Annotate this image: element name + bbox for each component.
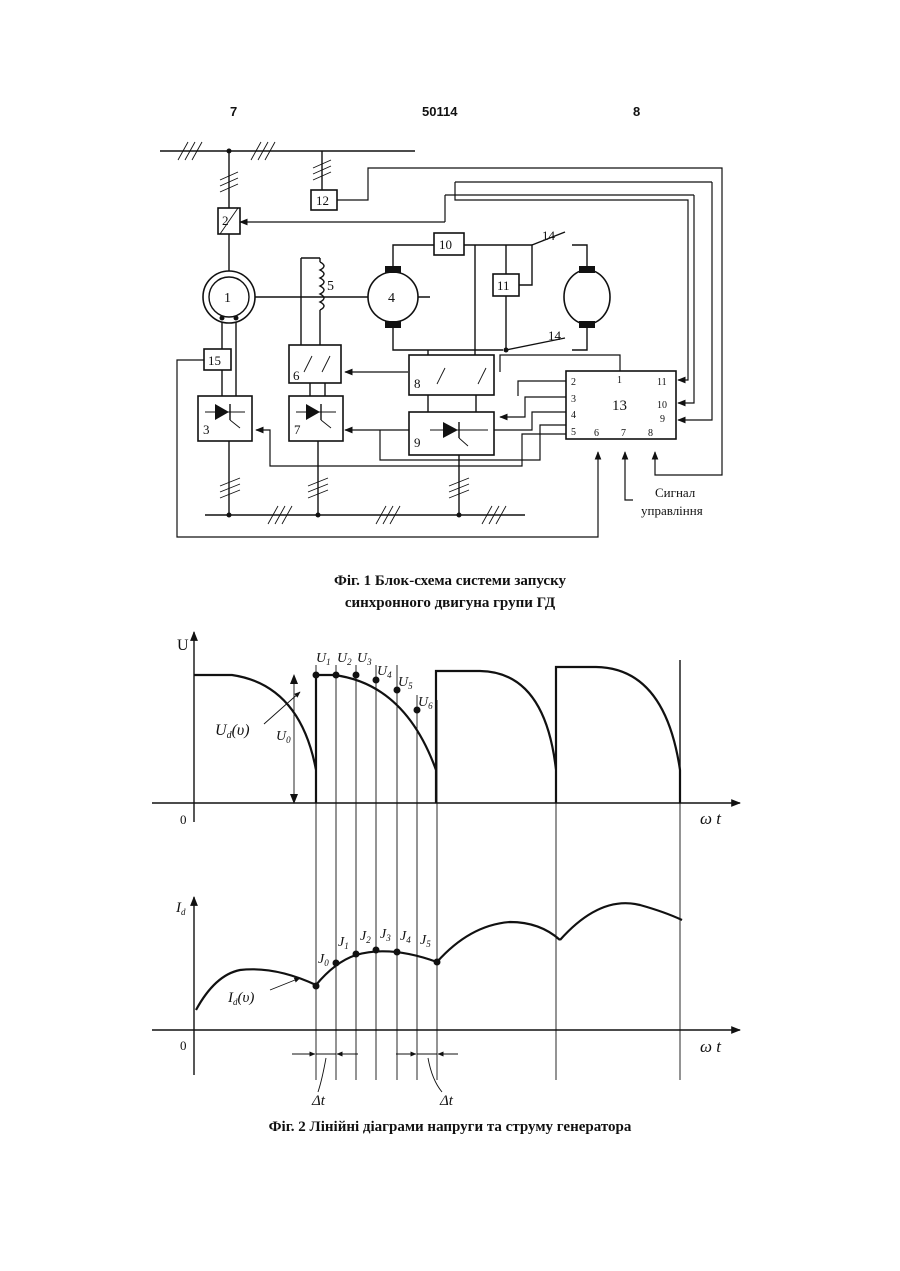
fig1-caption-line1: Фіг. 1 Блок-схема системи запуску (0, 573, 900, 590)
block-12-label: 12 (316, 193, 329, 208)
switch-14-top-label: 14 (542, 228, 556, 243)
svg-text:5: 5 (571, 427, 576, 438)
u4-label: U4 (377, 664, 392, 680)
current-time-label: ω t (700, 1037, 722, 1056)
block-6-label: 6 (293, 368, 300, 383)
winding-5-label: 5 (327, 279, 334, 294)
block-9 (409, 412, 494, 455)
current-axis-label: Id (175, 900, 186, 917)
j1-label: J1 (338, 935, 349, 951)
svg-text:10: 10 (657, 400, 667, 411)
current-origin-label: 0 (180, 1038, 187, 1053)
svg-text:9: 9 (660, 414, 665, 425)
svg-text:7: 7 (621, 428, 626, 439)
j2-label: J2 (360, 929, 371, 945)
j3-label: J3 (380, 927, 391, 943)
fig2-diagrams: U 0 ω t Id 0 ω t U0 Ud(υ) (152, 632, 740, 1109)
delta-t-left (292, 1054, 358, 1092)
svg-text:4: 4 (571, 410, 576, 421)
svg-text:8: 8 (648, 428, 653, 439)
j5-label: J5 (420, 933, 431, 949)
block-8 (409, 355, 494, 395)
svg-text:6: 6 (594, 428, 599, 439)
fig1-caption-line2: синхронного двигуна групи ГД (0, 595, 900, 612)
voltage-origin-label: 0 (180, 812, 187, 827)
block-11-label: 11 (497, 278, 510, 293)
u0-label: U0 (276, 729, 291, 745)
voltage-time-label: ω t (700, 809, 722, 828)
u1-label: U1 (316, 651, 331, 667)
fig2-caption: Фіг. 2 Лінійні діаграми напруги та струм… (0, 1119, 900, 1136)
svg-text:3: 3 (571, 394, 576, 405)
svg-text:2: 2 (571, 377, 576, 388)
u6-label: U6 (418, 695, 433, 711)
block-3-label: 3 (203, 422, 210, 437)
block-7-label: 7 (294, 422, 301, 437)
voltage-curve-label: Ud(υ) (215, 722, 250, 741)
u2-label: U2 (337, 651, 352, 667)
control-signal-label-1: Сигнал (655, 485, 696, 500)
motor-4-label: 4 (388, 291, 395, 306)
current-curve (196, 903, 682, 1010)
fig1-block-diagram: 12 2 1 5 4 (160, 142, 722, 537)
j4-label: J4 (400, 929, 411, 945)
u5-label: U5 (398, 675, 413, 691)
block-9-label: 9 (414, 435, 421, 450)
j0-label: J0 (318, 952, 329, 968)
voltage-axis-label: U (177, 637, 189, 654)
generator-1-label: 1 (224, 291, 231, 306)
delta-t-right-label: Δt (439, 1093, 454, 1109)
block-15-label: 15 (208, 353, 221, 368)
svg-text:1: 1 (617, 375, 622, 386)
delta-t-right (396, 1054, 458, 1092)
block-10-label: 10 (439, 237, 452, 252)
sample-lines (316, 665, 680, 1080)
delta-t-left-label: Δt (311, 1093, 326, 1109)
switch-14-bottom-label: 14 (548, 328, 562, 343)
svg-text:11: 11 (657, 377, 667, 388)
block-8-label: 8 (414, 376, 421, 391)
u3-label: U3 (357, 651, 372, 667)
block-13-label: 13 (612, 398, 627, 414)
control-signal-label-2: управління (641, 503, 703, 518)
dc-machine (564, 270, 610, 324)
current-curve-label: Id(υ) (227, 990, 254, 1007)
